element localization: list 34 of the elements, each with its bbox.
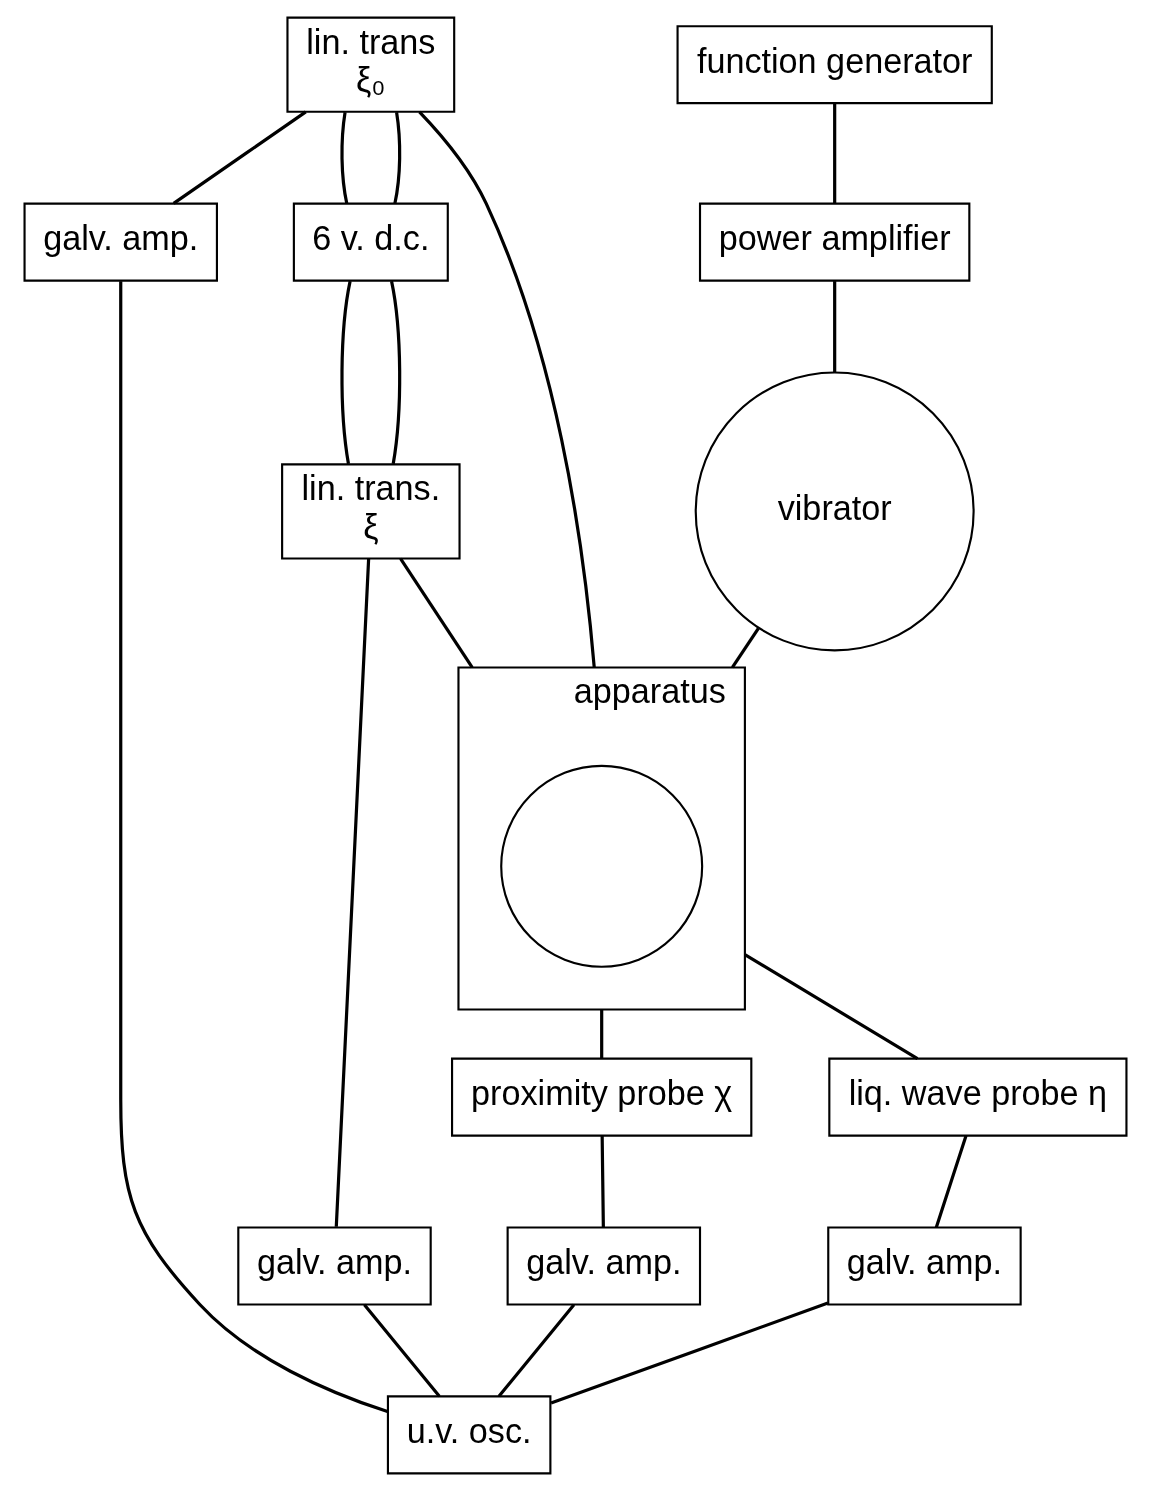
node-box: 6 v. d.c. <box>292 202 449 282</box>
node-circle: vibrator <box>694 370 975 651</box>
node-box: galv. amp. <box>23 202 218 282</box>
node-box: proximity probe χ <box>450 1057 752 1137</box>
connector <box>398 557 474 668</box>
connector <box>934 1134 968 1228</box>
node-circle <box>499 764 703 968</box>
connector <box>417 110 596 668</box>
connector <box>600 1135 605 1227</box>
connector <box>497 1303 575 1397</box>
node-box: lin. trans. ξ <box>280 462 461 560</box>
node-box: liq. wave probe η <box>827 1057 1127 1137</box>
connector <box>743 952 918 1060</box>
connector <box>339 111 348 204</box>
connector <box>118 280 388 1413</box>
node-box: function generator <box>676 24 993 104</box>
connector <box>832 280 836 372</box>
node-box: power amplifier <box>698 202 970 282</box>
node-box: galv. amp. <box>826 1225 1022 1306</box>
node-box: galv. amp. <box>506 1225 701 1306</box>
node-box: u.v. osc. <box>386 1394 551 1474</box>
cluster: apparatus <box>456 665 746 1011</box>
node-box: lin. trans ξ₀ <box>285 16 455 113</box>
connector <box>389 280 401 464</box>
connector <box>339 280 352 464</box>
connector <box>730 626 760 668</box>
connector <box>599 1009 603 1058</box>
connector <box>550 1301 828 1405</box>
connector <box>832 103 836 203</box>
node-box: galv. amp. <box>236 1225 432 1306</box>
connector <box>334 558 370 1227</box>
connector <box>362 1303 441 1397</box>
connector <box>172 110 307 205</box>
connector <box>392 111 401 204</box>
